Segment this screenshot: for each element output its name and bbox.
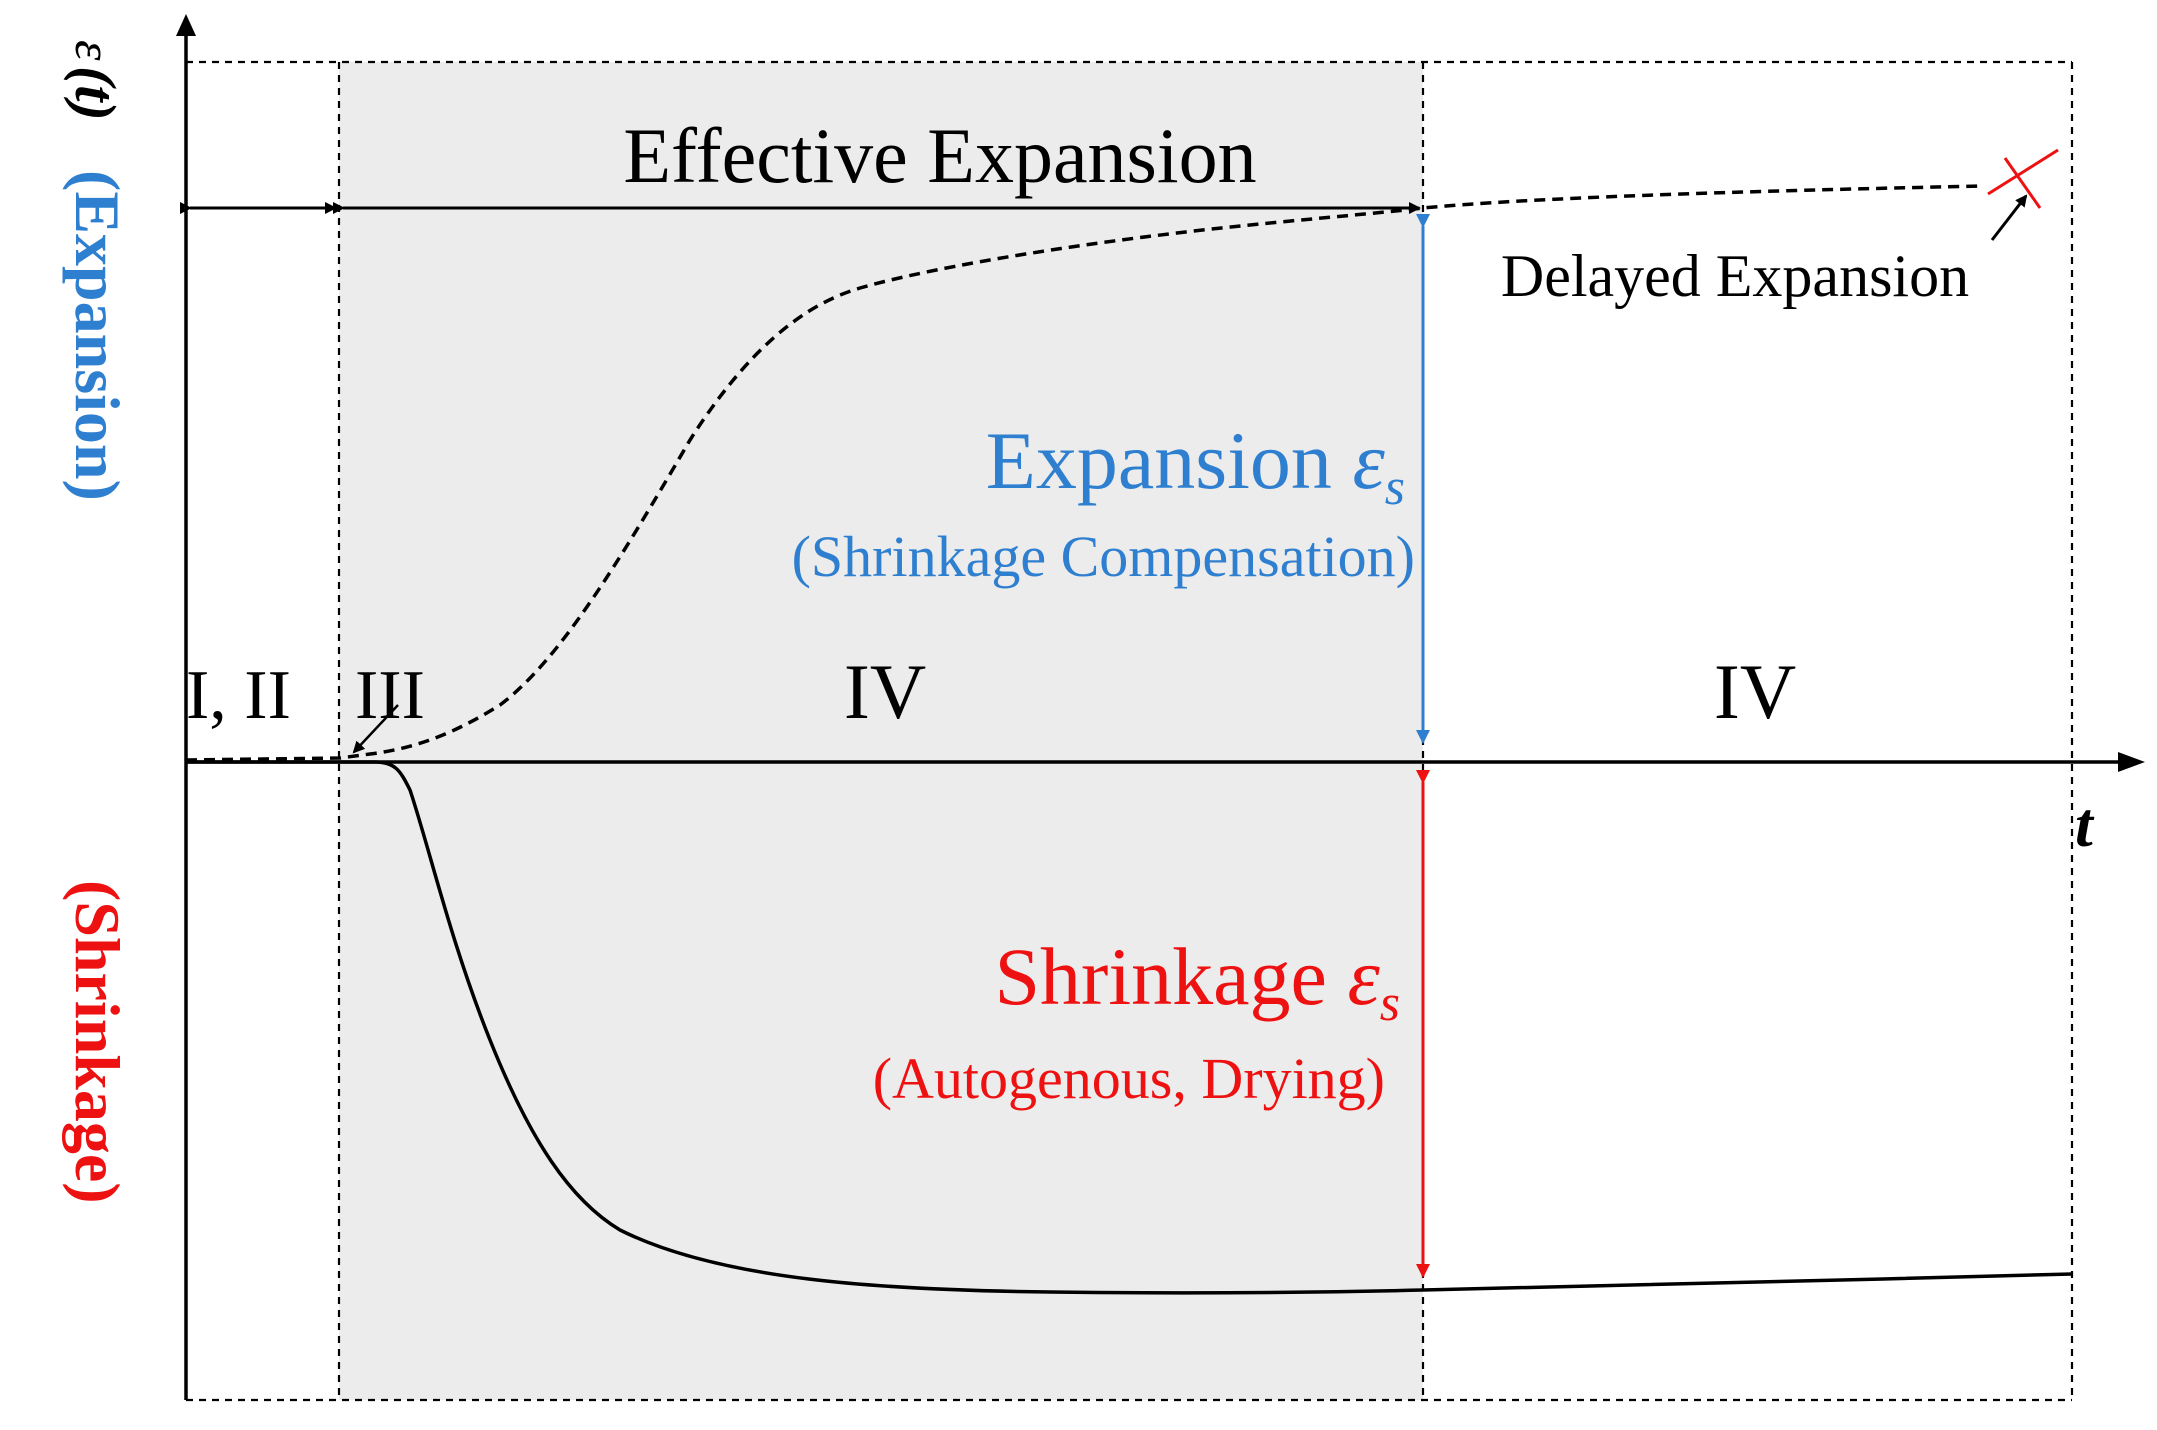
effective-expansion-shade <box>339 62 1423 1400</box>
stage-label-1-2: I, II <box>186 657 291 734</box>
delayed-expansion-label: Delayed Expansion <box>1501 243 1969 309</box>
stage-label-4-left: IV <box>844 648 926 735</box>
y-axis-label-t: (t) <box>63 66 128 121</box>
shrinkage-curve <box>186 760 2073 1295</box>
y-axis-label-epsilon: ε <box>64 40 121 61</box>
expansion-curve <box>185 184 1984 762</box>
shrinkage-annotation-note: (Autogenous, Drying) <box>873 1046 1385 1111</box>
delayed-expansion-cross-marker <box>1987 148 2059 209</box>
y-axis-label-shrinkage: (Shrinkage) <box>62 880 133 1204</box>
y-axis-label-expansion: (Expansion) <box>62 170 133 501</box>
effective-expansion-label: Effective Expansion <box>623 112 1256 199</box>
shrinkage-annotation-title: Shrinkage εs <box>994 931 1400 1032</box>
x-axis-label: t <box>2075 789 2095 860</box>
expansion-annotation-note: (Shrinkage Compensation) <box>792 524 1415 589</box>
x-axis-arrowhead <box>2118 752 2145 772</box>
stage-3-pointer-arrow <box>352 704 399 754</box>
expansion-annotation-title: Expansion εs <box>986 415 1405 516</box>
stage-label-3: III <box>355 657 425 734</box>
delayed-expansion-pointer-arrow <box>1990 194 2028 241</box>
stage-label-4-right: IV <box>1714 648 1796 735</box>
y-axis-arrowhead <box>176 14 196 36</box>
